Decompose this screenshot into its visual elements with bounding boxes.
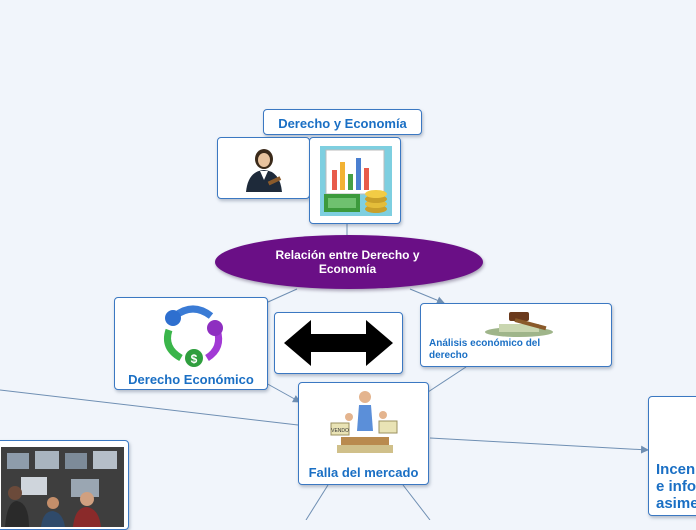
falla-label: Falla del mercado [308,465,419,480]
analisis-label: Análisis económico del derecho [429,338,541,361]
connector-analisis-falla [427,366,467,393]
connector-falla-down-left [305,484,329,520]
connector-falla-incentivos [429,437,649,454]
connector-left-falla [0,389,299,426]
derecho-economico-node[interactable]: $ Derecho Económico [114,297,268,390]
market-stall-icon: VENDO [330,391,398,453]
incentivos-label: Incen e info asime [656,461,696,512]
connector-derecho-falla [263,381,301,403]
connector-root-analisis [409,288,445,305]
falla-mercado-node[interactable]: VENDO Falla del mercado [298,382,429,485]
svg-text:$: $ [191,352,198,366]
connector-falla-down-right [402,484,431,520]
root-label: Relación entre Derecho y Economía [275,248,420,276]
judge-image-node[interactable] [217,137,310,199]
topic-node-derecho-economia[interactable]: Derecho y Economía [263,109,422,135]
finance-image-node[interactable] [309,137,401,224]
double-arrow-icon [284,320,393,366]
analisis-economico-node[interactable]: Análisis económico del derecho [420,303,612,367]
cycle-dollar-icon: $ [164,305,223,367]
topic-label: Derecho y Economía [278,116,407,131]
connector-root-derecho [267,288,298,303]
traders-image-node[interactable] [0,440,129,530]
svg-text:VENDO: VENDO [331,428,349,434]
traders-photo-icon [1,447,124,527]
derecho-economico-label: Derecho Económico [128,372,254,387]
root-node[interactable] [215,235,483,289]
gavel-money-icon [485,312,553,337]
money-chart-icon [320,146,392,216]
double-arrow-node[interactable] [274,312,403,374]
judge-icon [246,149,282,192]
incentivos-node[interactable]: Incen e info asime [648,396,696,516]
